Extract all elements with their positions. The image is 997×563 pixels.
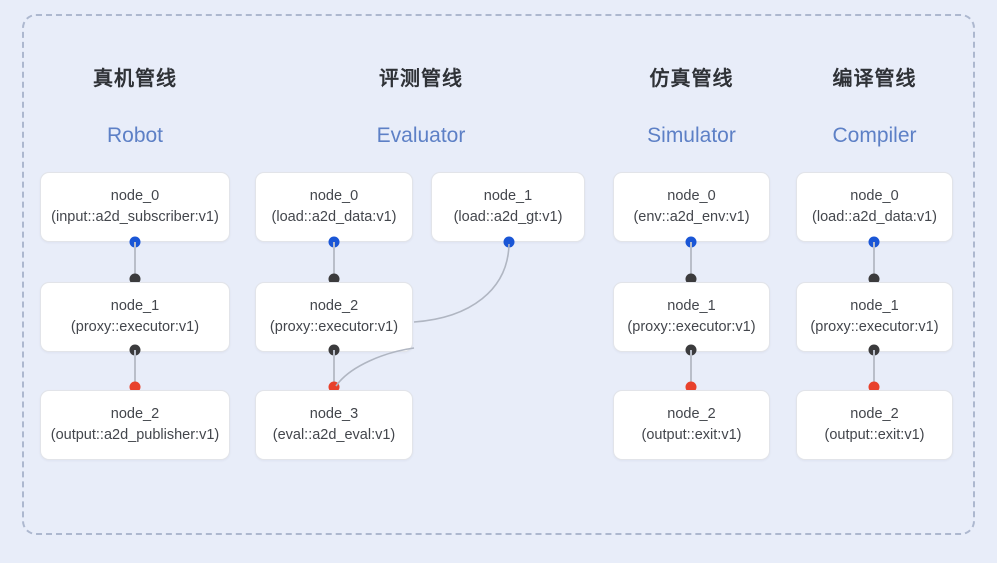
node-compiler-0[interactable]: node_0 (load::a2d_data:v1): [796, 172, 953, 242]
node-name: node_1: [483, 188, 533, 204]
edge-compiler-1-2: [873, 350, 875, 388]
node-type: (output::a2d_publisher:v1): [50, 427, 220, 443]
node-name: node_1: [850, 298, 899, 314]
edge-evaluator-2-3: [333, 350, 335, 388]
node-type: (proxy::executor:v1): [70, 319, 200, 335]
column-title-robot: 真机管线: [93, 68, 177, 90]
node-type: (load::a2d_gt:v1): [453, 209, 563, 225]
port-input-evaluator-2: [328, 273, 340, 285]
node-type: (load::a2d_data:v1): [271, 209, 397, 225]
port-input-evaluator-3: [328, 381, 340, 393]
edge-simulator-1-2: [690, 350, 692, 388]
node-robot-0[interactable]: node_0 (input::a2d_subscriber:v1): [40, 172, 230, 242]
edge-compiler-0-1: [873, 242, 875, 282]
node-evaluator-gt[interactable]: node_1 (load::a2d_gt:v1): [431, 172, 585, 242]
column-subtitle-evaluator: Evaluator: [376, 124, 466, 147]
node-name: node_1: [667, 298, 716, 314]
port-input-compiler-2: [868, 381, 880, 393]
node-type: (input::a2d_subscriber:v1): [51, 209, 219, 225]
node-name: node_0: [667, 188, 716, 204]
node-evaluator-2[interactable]: node_2 (proxy::executor:v1): [255, 282, 413, 352]
node-name: node_0: [850, 188, 899, 204]
port-input-robot-2: [129, 381, 141, 393]
node-simulator-1[interactable]: node_1 (proxy::executor:v1): [613, 282, 770, 352]
column-title-simulator: 仿真管线: [649, 68, 734, 90]
diagram-frame: [22, 14, 975, 535]
edge-evaluator-0-2: [333, 242, 335, 282]
node-name: node_0: [110, 188, 160, 204]
node-type: (output::exit:v1): [641, 427, 742, 443]
column-title-evaluator: 评测管线: [379, 68, 463, 90]
column-title-compiler: 编译管线: [832, 68, 917, 90]
column-subtitle-robot: Robot: [106, 124, 164, 147]
node-simulator-0[interactable]: node_0 (env::a2d_env:v1): [613, 172, 770, 242]
node-type: (output::exit:v1): [824, 427, 925, 443]
node-name: node_2: [850, 406, 899, 422]
node-type: (env::a2d_env:v1): [633, 209, 750, 225]
edge-simulator-0-1: [690, 242, 692, 282]
node-robot-1[interactable]: node_1 (proxy::executor:v1): [40, 282, 230, 352]
node-type: (proxy::executor:v1): [269, 319, 399, 335]
port-input-simulator-1: [685, 273, 697, 285]
edge-robot-0-1: [134, 242, 136, 282]
node-simulator-2[interactable]: node_2 (output::exit:v1): [613, 390, 770, 460]
node-type: (load::a2d_data:v1): [812, 209, 937, 225]
port-input-simulator-2: [685, 381, 697, 393]
port-input-compiler-1: [868, 273, 880, 285]
port-output-evaluator-gt: [503, 236, 515, 248]
node-name: node_2: [309, 298, 359, 314]
node-name: node_1: [110, 298, 160, 314]
node-evaluator-0[interactable]: node_0 (load::a2d_data:v1): [255, 172, 413, 242]
node-name: node_2: [667, 406, 716, 422]
node-name: node_2: [110, 406, 160, 422]
node-robot-2[interactable]: node_2 (output::a2d_publisher:v1): [40, 390, 230, 460]
node-type: (eval::a2d_eval:v1): [272, 427, 396, 443]
node-compiler-2[interactable]: node_2 (output::exit:v1): [796, 390, 953, 460]
node-name: node_0: [309, 188, 359, 204]
node-type: (proxy::executor:v1): [810, 319, 939, 335]
column-subtitle-simulator: Simulator: [647, 124, 736, 147]
port-input-robot-1: [129, 273, 141, 285]
node-evaluator-3[interactable]: node_3 (eval::a2d_eval:v1): [255, 390, 413, 460]
node-name: node_3: [309, 406, 359, 422]
edge-robot-1-2: [134, 350, 136, 388]
node-type: (proxy::executor:v1): [627, 319, 756, 335]
column-subtitle-compiler: Compiler: [832, 124, 917, 147]
node-compiler-1[interactable]: node_1 (proxy::executor:v1): [796, 282, 953, 352]
